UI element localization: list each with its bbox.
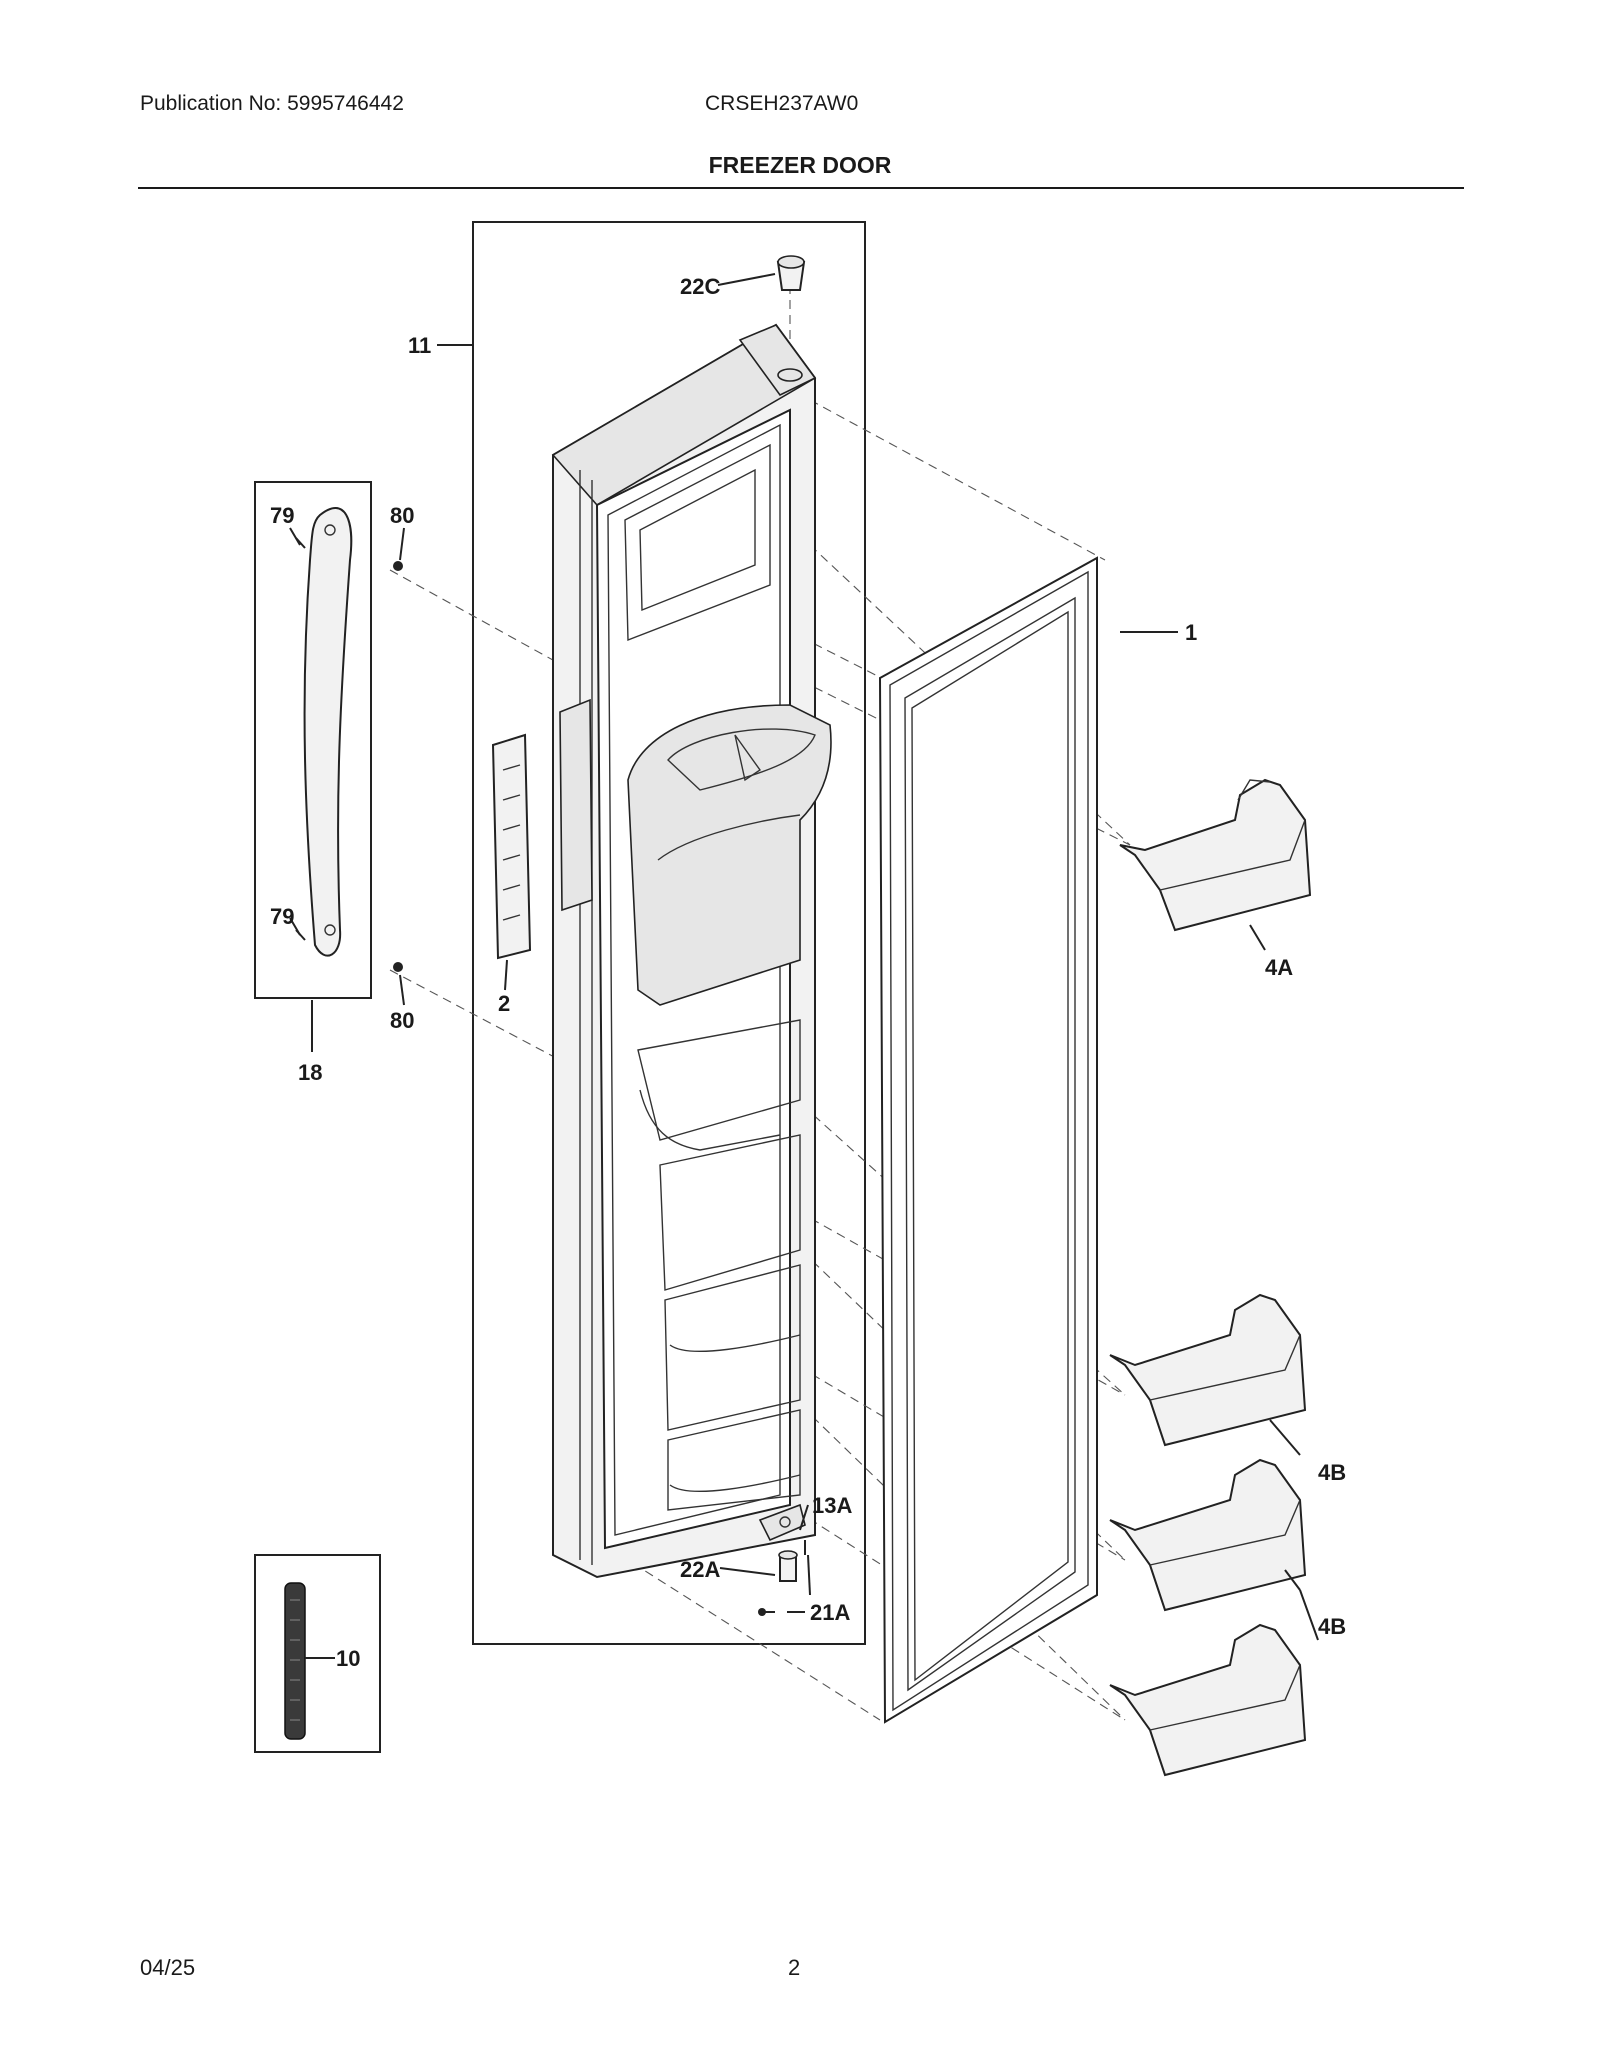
leader-lines — [289, 273, 1319, 1659]
callout-18: 18 — [298, 1060, 322, 1085]
screw-80-lower — [393, 962, 403, 972]
freezer-door-liner — [551, 323, 832, 1579]
filter-group-box — [254, 1554, 381, 1753]
screw-80-upper — [393, 561, 403, 571]
callout-80-upper: 80 — [390, 503, 414, 528]
callout-4b-lower: 4B — [1318, 1614, 1346, 1639]
page-number: 2 — [788, 1955, 801, 1980]
lower-hinge-13a — [758, 1503, 806, 1542]
callout-4b-upper: 4B — [1318, 1460, 1346, 1485]
callout-79-upper: 79 — [270, 503, 294, 528]
callout-22a: 22A — [680, 1557, 720, 1582]
callout-13a: 13A — [812, 1493, 852, 1518]
door-assembly-box — [472, 221, 866, 1645]
callout-4a: 4A — [1265, 955, 1293, 980]
callout-10: 10 — [336, 1646, 360, 1671]
door-gasket — [878, 556, 1098, 1724]
callout-80-lower: 80 — [390, 1008, 414, 1033]
callout-2: 2 — [498, 991, 510, 1016]
model-number: CRSEH237AW0 — [705, 92, 859, 115]
door-bin-4b-middle — [1109, 1458, 1307, 1612]
callout-22c: 22C — [680, 274, 720, 299]
handle-group-box — [254, 481, 372, 999]
callout-11: 11 — [408, 333, 431, 358]
door-handle — [303, 507, 353, 957]
publication-number: Publication No: 5995746442 — [140, 92, 404, 115]
footer-date: 04/25 — [140, 1955, 196, 1980]
title-rule — [138, 187, 1464, 189]
door-bin-4b-lower — [1109, 1623, 1307, 1777]
door-bin-4a — [1119, 778, 1312, 932]
callout-21a: 21A — [810, 1600, 850, 1625]
callout-1: 1 — [1185, 620, 1197, 645]
page-title: FREEZER DOOR — [708, 152, 892, 178]
door-bin-4b-upper — [1109, 1293, 1307, 1447]
dispenser-control-panel — [491, 698, 593, 960]
hinge-pin-22a — [778, 1550, 798, 1582]
screw-21a — [758, 1608, 775, 1616]
water-filter-10 — [284, 1582, 306, 1740]
callout-79-lower: 79 — [270, 904, 294, 929]
hinge-bushing-22c — [776, 255, 806, 291]
